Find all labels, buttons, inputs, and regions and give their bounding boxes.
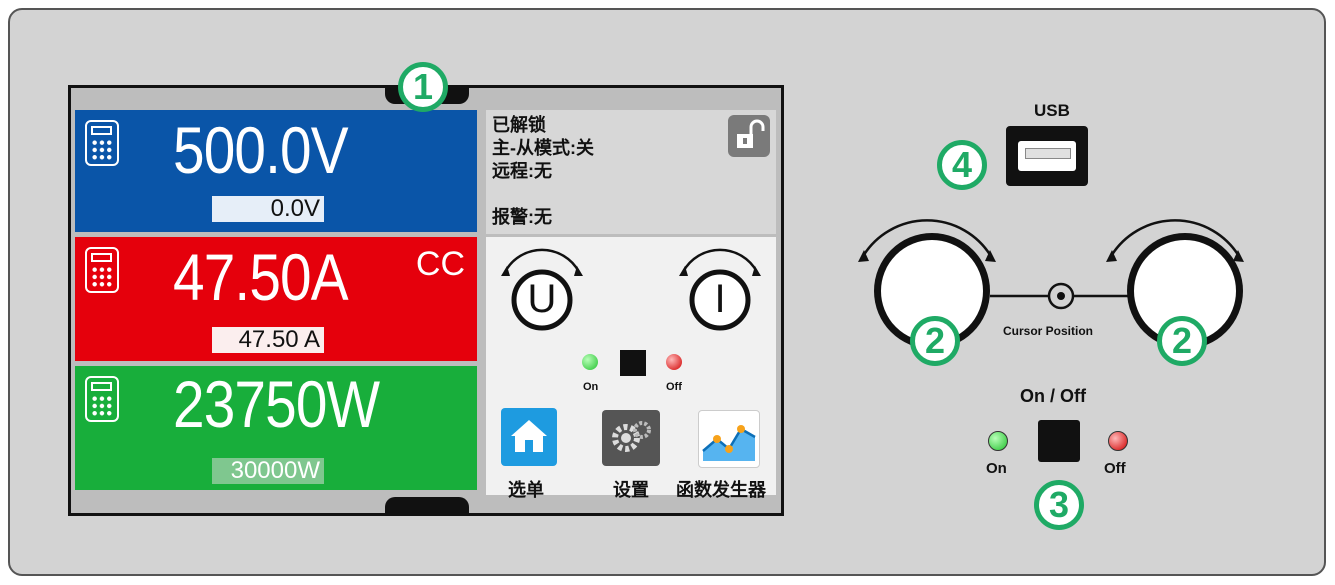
off-label: Off [666,381,682,393]
current-panel[interactable]: 47.50A CC 47.50 A [75,237,477,361]
onoff-title: On / Off [1020,386,1086,406]
usb-label: USB [1034,101,1070,120]
on-label: On [583,381,599,393]
chart-icon[interactable] [698,410,760,468]
settings-button-label[interactable]: 设置 [613,480,649,500]
master-slave-status: 主-从模式:关 [492,138,594,158]
cursor-position-label: Cursor Position [1003,324,1094,338]
callout-4: 4 [937,140,987,190]
panel-on-label: On [986,460,1007,477]
panel-off-label: Off [1104,460,1126,477]
voltage-knob-icon[interactable]: U [497,246,587,336]
calculator-icon[interactable] [85,247,119,293]
on-led-icon [988,431,1008,451]
voltage-panel[interactable]: 500.0V 0.0V [75,110,477,232]
display-frame-tab-bottom [385,497,469,515]
gear-icon[interactable] [602,410,660,466]
current-set-value[interactable]: 47.50 A [212,327,324,353]
callout-2-right: 2 [1157,316,1207,366]
callout-1: 1 [398,62,448,112]
menu-button-label[interactable]: 选单 [508,480,544,500]
power-set-value[interactable]: 30000W [212,458,324,484]
function-generator-label[interactable]: 函数发生器 [676,480,766,500]
voltage-set-value[interactable]: 0.0V [212,196,324,222]
rotary-knobs-graphic [858,219,1244,310]
off-led-icon [1108,431,1128,451]
cc-mode-indicator: CC [415,245,465,283]
status-area: 已解锁 主-从模式:关 远程:无 报警:无 [486,110,776,234]
power-actual-value: 23750W [173,367,380,441]
power-onoff-button[interactable] [1038,420,1080,462]
callout-2-left: 2 [910,316,960,366]
callout-3: 3 [1034,480,1084,530]
remote-status: 远程:无 [492,161,552,181]
voltage-actual-value: 500.0V [173,113,349,187]
home-icon[interactable] [501,408,557,466]
calculator-icon[interactable] [85,376,119,422]
power-panel[interactable]: 23750W 30000W [75,366,477,490]
usb-port-icon[interactable] [1006,126,1088,186]
on-led-icon [582,354,598,370]
right-rotary-knob-icon[interactable] [1126,232,1244,350]
left-rotary-knob-icon[interactable] [873,232,991,350]
lock-status: 已解锁 [492,115,546,135]
off-led-icon [666,354,682,370]
lock-open-icon[interactable] [728,115,770,157]
calculator-icon[interactable] [85,120,119,166]
current-knob-icon[interactable]: I [675,246,765,336]
current-actual-value: 47.50A [173,240,349,314]
alarm-status: 报警:无 [492,207,552,227]
onoff-button[interactable] [620,350,646,376]
